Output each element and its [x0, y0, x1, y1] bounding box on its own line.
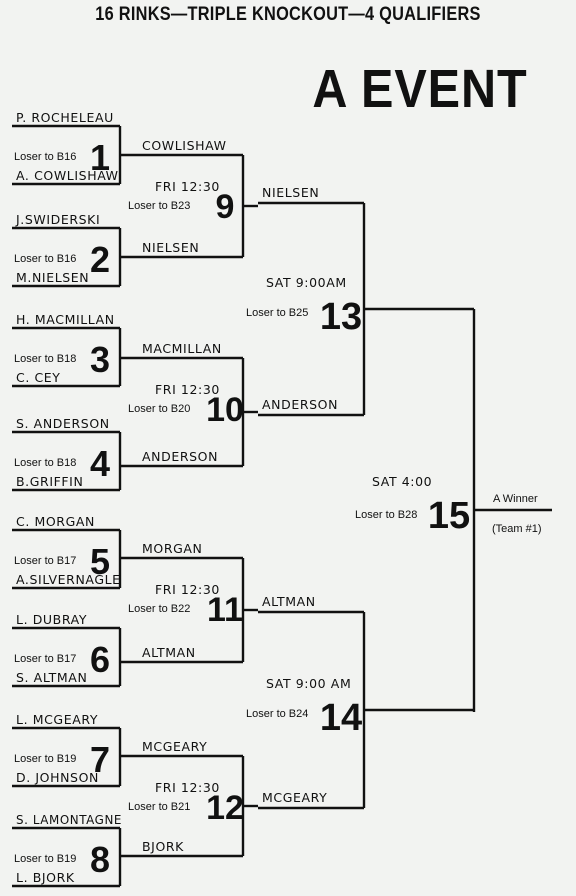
- game-2-number: 2: [90, 239, 110, 280]
- event-title: A EVENT: [312, 59, 528, 119]
- game-11-top-team: MORGAN: [142, 541, 203, 556]
- game-14-time: SAT 9:00 AM: [266, 676, 351, 691]
- bracket-lines: [12, 124, 552, 888]
- game-9-top-team: COWLISHAW: [142, 138, 227, 153]
- game-6-loser-note: Loser to B17: [14, 653, 76, 665]
- game-8-bottom-team: L. BJORK: [16, 870, 75, 885]
- game-4-number: 4: [90, 443, 110, 484]
- game-3-bottom-team: C. CEY: [16, 370, 61, 385]
- game-3-top-team: H. MACMILLAN: [16, 312, 115, 327]
- game-12-number: 12: [206, 789, 244, 827]
- game-12-top-team: MCGEARY: [142, 739, 207, 754]
- game-11-loser-note: Loser to B22: [128, 603, 190, 615]
- game-5-number: 5: [90, 541, 110, 582]
- game-7-number: 7: [90, 739, 110, 780]
- bracket-labels: P. ROCHELEAU A. COWLISHAW Loser to B16 1J.S…: [14, 110, 542, 885]
- game-2-bottom-team: M.NIELSEN: [16, 270, 89, 285]
- game-13-number: 13: [320, 296, 362, 338]
- game-10-time: FRI 12:30: [155, 382, 220, 397]
- game-4-bottom-team: B.GRIFFIN: [16, 474, 83, 489]
- game-9-time: FRI 12:30: [155, 179, 220, 194]
- game-15-loser-note: Loser to B28: [355, 509, 417, 521]
- game-9-number: 9: [216, 188, 235, 226]
- game-5-top-team: C. MORGAN: [16, 514, 95, 529]
- game-14-loser-note: Loser to B24: [246, 708, 308, 720]
- game-10-loser-note: Loser to B20: [128, 403, 190, 415]
- winner-label: A Winner: [493, 493, 538, 505]
- game-10-top-team: MACMILLAN: [142, 341, 222, 356]
- game-2-loser-note: Loser to B16: [14, 253, 76, 265]
- game-7-loser-note: Loser to B19: [14, 753, 76, 765]
- game-6-bottom-team: S. ALTMAN: [16, 670, 87, 685]
- game-2-top-team: J.SWIDERSKI: [15, 212, 100, 227]
- bracket-header: 16 RINKS—TRIPLE KNOCKOUT—4 QUALIFIERS: [95, 4, 481, 25]
- game-6-top-team: L. DUBRAY: [16, 612, 87, 627]
- game-12-loser-note: Loser to B21: [128, 801, 190, 813]
- game-5-bottom-team: A.SILVERNAGLE: [16, 572, 121, 587]
- winner-team-note: (Team #1): [492, 523, 542, 535]
- game-14-bottom-team: MCGEARY: [262, 790, 327, 805]
- game-8-number: 8: [90, 839, 110, 880]
- game-14-top-team: ALTMAN: [262, 594, 316, 609]
- game-8-top-team: S. LAMONTAGNE: [16, 812, 122, 827]
- game-4-top-team: S. ANDERSON: [16, 416, 110, 431]
- game-15-number: 15: [428, 495, 470, 537]
- game-10-number: 10: [206, 391, 244, 429]
- game-12-bottom-team: BJORK: [142, 839, 184, 854]
- game-13-bottom-team: ANDERSON: [262, 397, 338, 412]
- game-13-time: SAT 9:00AM: [266, 275, 347, 290]
- game-6-number: 6: [90, 639, 110, 680]
- game-1-bottom-team: A. COWLISHAW: [16, 168, 119, 183]
- game-4-loser-note: Loser to B18: [14, 457, 76, 469]
- game-9-loser-note: Loser to B23: [128, 200, 190, 212]
- game-13-loser-note: Loser to B25: [246, 307, 308, 319]
- game-11-bottom-team: ALTMAN: [142, 645, 196, 660]
- game-7-top-team: L. MCGEARY: [16, 712, 98, 727]
- game-1-top-team: P. ROCHELEAU: [16, 110, 114, 125]
- game-5-loser-note: Loser to B17: [14, 555, 76, 567]
- game-3-number: 3: [90, 339, 110, 380]
- game-1-loser-note: Loser to B16: [14, 151, 76, 163]
- game-13-top-team: NIELSEN: [262, 185, 319, 200]
- game-9-bottom-team: NIELSEN: [142, 240, 199, 255]
- game-11-time: FRI 12:30: [155, 582, 220, 597]
- game-7-bottom-team: D. JOHNSON: [16, 770, 99, 785]
- game-11-number: 11: [207, 591, 243, 629]
- game-12-time: FRI 12:30: [155, 780, 220, 795]
- game-14-number: 14: [320, 697, 362, 739]
- game-8-loser-note: Loser to B19: [14, 853, 76, 865]
- game-15-time: SAT 4:00: [372, 474, 432, 489]
- game-1-number: 1: [90, 137, 110, 178]
- game-10-bottom-team: ANDERSON: [142, 449, 218, 464]
- game-3-loser-note: Loser to B18: [14, 353, 76, 365]
